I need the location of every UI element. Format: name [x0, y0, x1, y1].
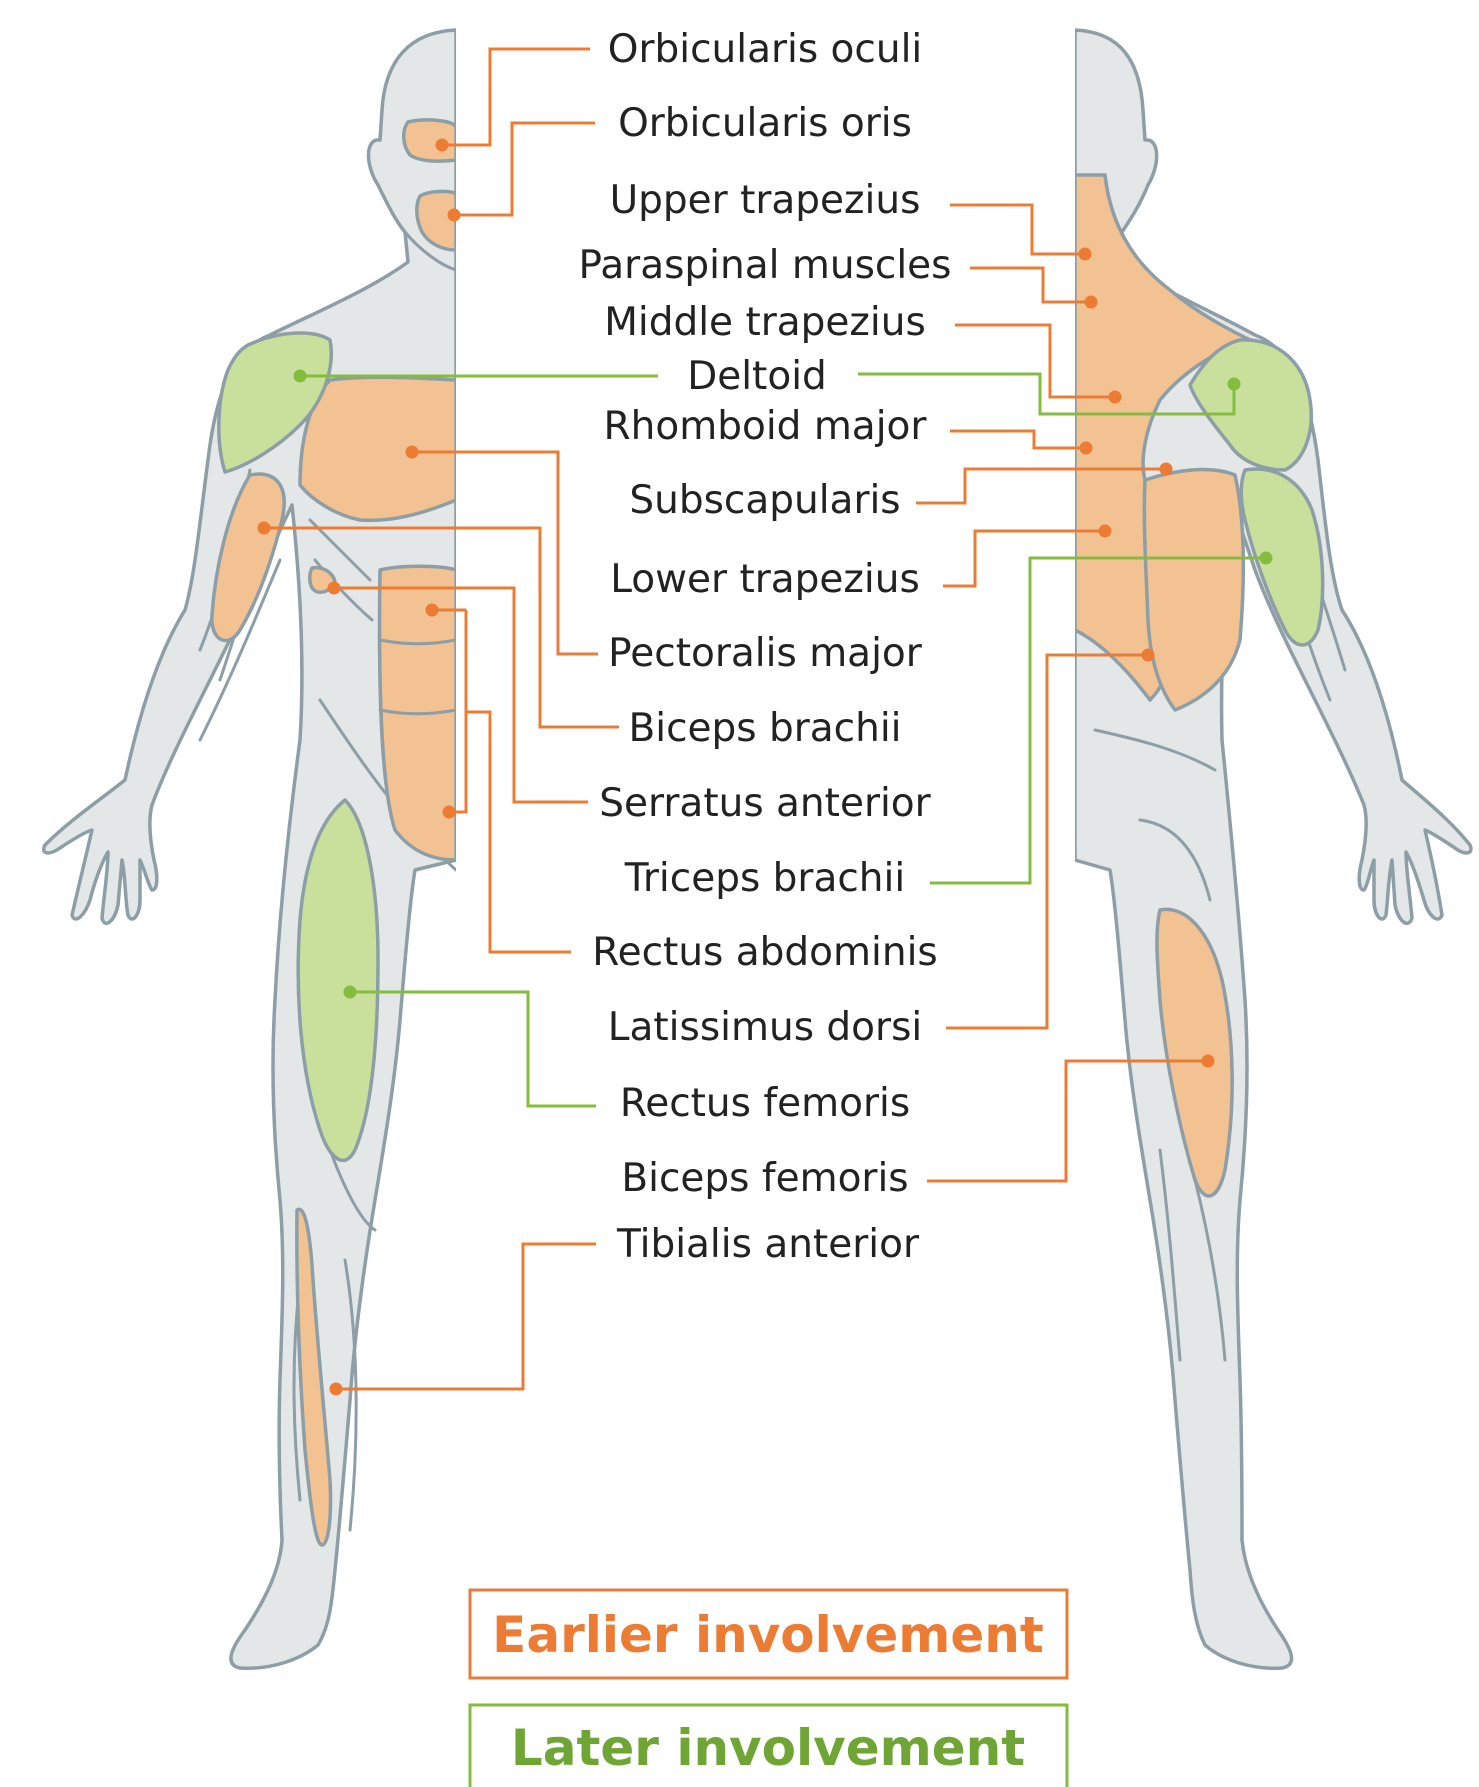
dot-triceps-brachii [1260, 552, 1273, 565]
back-latissimus-region [1144, 470, 1243, 710]
label-rectus-abdominis: Rectus abdominis [592, 930, 937, 975]
dot-upper-trapezius [1079, 248, 1092, 261]
front-orbicularis-oculi-region [404, 120, 456, 161]
label-subscapularis: Subscapularis [629, 478, 900, 523]
label-rhomboid-major: Rhomboid major [604, 404, 928, 449]
legend-earlier-label: Earlier involvement [492, 1606, 1044, 1664]
legend: Earlier involvement Later involvement [470, 1590, 1067, 1787]
label-orbicularis-oculi: Orbicularis oculi [608, 27, 923, 72]
label-paraspinal-muscles: Paraspinal muscles [579, 243, 952, 288]
dot-orbicularis-oris [448, 209, 461, 222]
label-pectoralis-major: Pectoralis major [608, 631, 923, 676]
label-triceps-brachii: Triceps brachii [624, 856, 905, 901]
label-middle-trapezius: Middle trapezius [604, 300, 926, 345]
label-serratus-anterior: Serratus anterior [599, 781, 931, 826]
label-upper-trapezius: Upper trapezius [610, 178, 921, 223]
label-tibialis-anterior: Tibialis anterior [616, 1222, 920, 1267]
dot-pectoralis-major [406, 446, 419, 459]
dot-latissimus-dorsi [1142, 649, 1155, 662]
label-deltoid: Deltoid [687, 354, 827, 399]
front-figure [44, 30, 456, 1668]
dot-lower-trapezius [1099, 525, 1112, 538]
dot-biceps-brachii [258, 522, 271, 535]
dot-paraspinal-muscles [1085, 296, 1098, 309]
label-orbicularis-oris: Orbicularis oris [618, 101, 912, 146]
dot-serratus-anterior [328, 582, 341, 595]
dot-deltoid-front [294, 370, 307, 383]
dot-rhomboid-major [1080, 442, 1093, 455]
dot-tibialis-anterior [330, 1383, 343, 1396]
back-figure [1075, 30, 1471, 1668]
label-biceps-femoris: Biceps femoris [621, 1156, 908, 1201]
dot-rectus-abdominis-1 [426, 604, 439, 617]
muscle-labels: Orbicularis oculi Orbicularis oris Upper… [579, 27, 952, 1267]
dot-biceps-femoris [1202, 1055, 1215, 1068]
dot-middle-trapezius [1109, 391, 1122, 404]
label-lower-trapezius: Lower trapezius [610, 557, 920, 602]
label-latissimus-dorsi: Latissimus dorsi [608, 1005, 922, 1050]
dot-rectus-abdominis-2 [443, 806, 456, 819]
front-body-silhouette [44, 30, 456, 1668]
dot-orbicularis-oculi [436, 139, 449, 152]
label-biceps-brachii: Biceps brachii [628, 706, 901, 751]
dot-rectus-femoris [344, 986, 357, 999]
label-rectus-femoris: Rectus femoris [620, 1081, 910, 1126]
dot-deltoid-back [1228, 378, 1241, 391]
front-pectoralis-region [300, 377, 456, 520]
dot-subscapularis [1160, 463, 1173, 476]
legend-later-label: Later involvement [511, 1719, 1025, 1777]
